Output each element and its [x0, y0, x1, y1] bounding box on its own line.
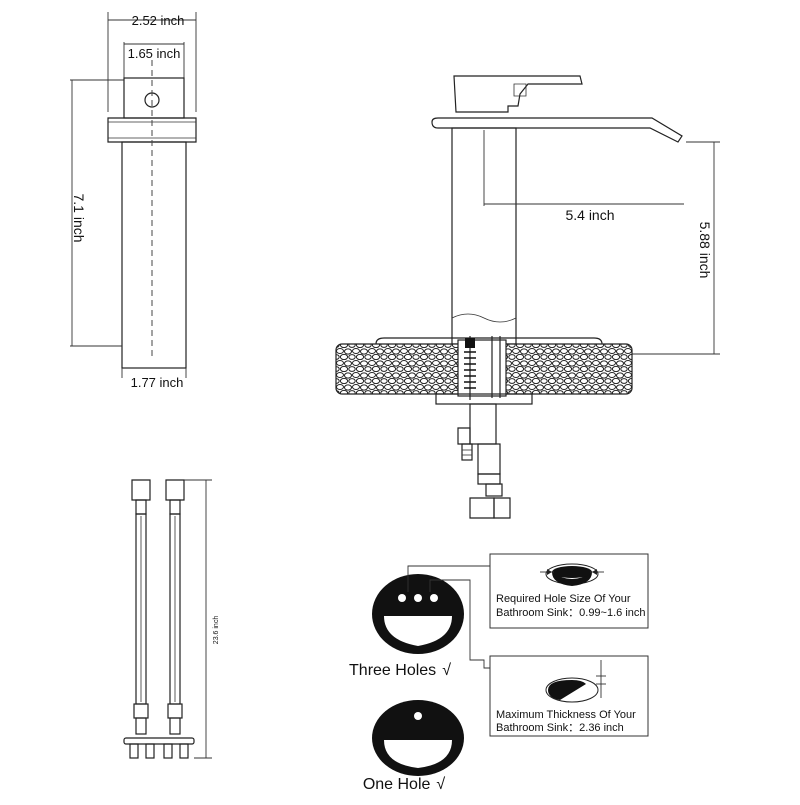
- hole-size-line2: Bathroom Sink：0.99~1.6 inch: [496, 607, 646, 619]
- three-holes-label: Three Holes√: [349, 662, 451, 679]
- thickness-line1: Maximum Thickness Of Your: [496, 709, 636, 721]
- one-hole-sink-icon: [372, 700, 464, 776]
- thickness-line2: Bathroom Sink：2.36 inch: [496, 722, 624, 734]
- thickness-callout: [489, 655, 649, 737]
- faucet-side-view: [70, 12, 197, 378]
- top-width-label: 2.52 inch: [132, 13, 185, 28]
- spout-height-label: 5.88 inch: [697, 222, 713, 279]
- hose-length-label: 23.6 inch: [213, 616, 220, 645]
- spout-reach-label: 5.4 inch: [565, 207, 614, 223]
- supply-hoses: [123, 479, 212, 759]
- three-holes-sink-icon: [372, 565, 490, 669]
- hole-size-callout: [489, 553, 649, 629]
- inner-width-label: 1.65 inch: [128, 46, 181, 61]
- faucet-front-view: [335, 75, 720, 519]
- hole-size-line1: Required Hole Size Of Your: [496, 593, 631, 605]
- base-width-label: 1.77 inch: [131, 375, 184, 390]
- height-label: 7.1 inch: [71, 193, 87, 242]
- one-hole-label: One Hole√: [363, 776, 446, 793]
